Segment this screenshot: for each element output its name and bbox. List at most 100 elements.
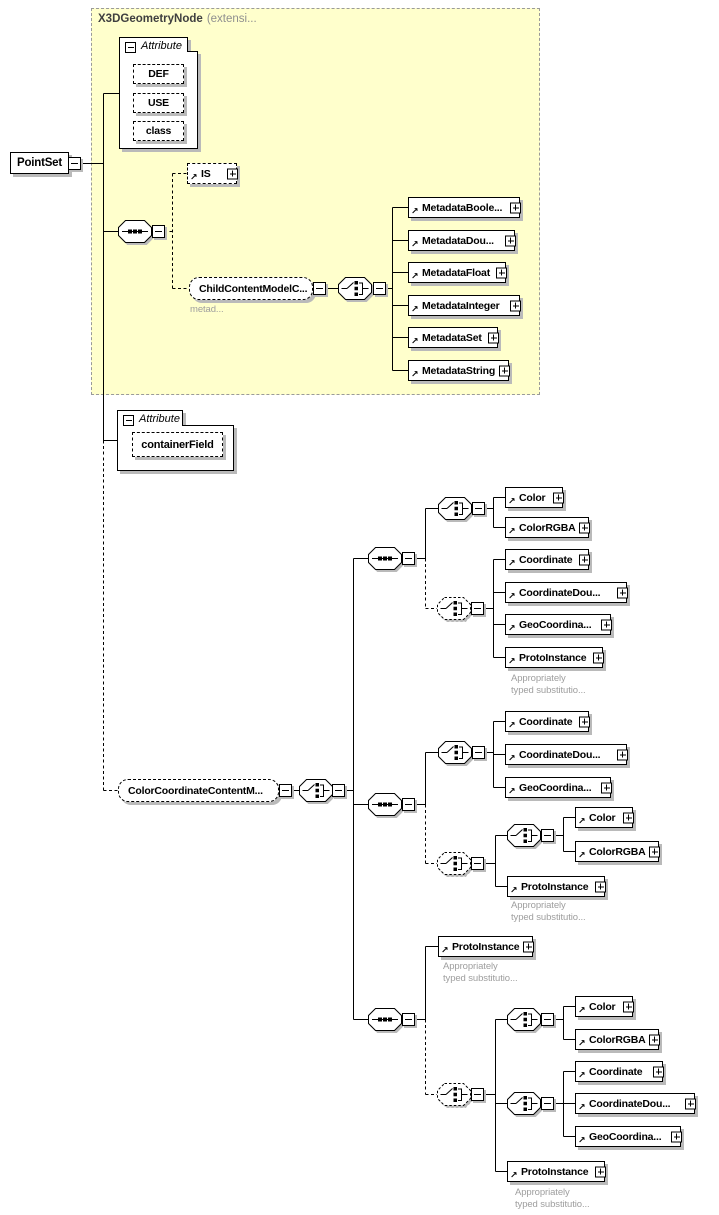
element-ref-coordinatedouble[interactable]: ↗ CoordinateDou...: [505, 582, 628, 603]
element-ref-geocoordinate[interactable]: ↗ GeoCoordina...: [505, 777, 612, 798]
element-reference-arrow-icon: ↗: [411, 337, 419, 347]
expand-icon[interactable]: [617, 587, 628, 598]
expand-icon[interactable]: [595, 881, 606, 892]
collapse-toggle[interactable]: [541, 1013, 554, 1026]
attribute-containerfield[interactable]: containerField: [132, 432, 223, 457]
element-ref-metadatadouble[interactable]: ↗ MetadataDou...: [408, 230, 516, 251]
element-ref-metadatafloat[interactable]: ↗ MetadataFloat: [408, 262, 507, 283]
element-ref-protoinstance[interactable]: ↗ ProtoInstance: [507, 1161, 606, 1182]
collapse-toggle[interactable]: [332, 784, 345, 797]
expand-icon[interactable]: [685, 1098, 696, 1109]
expand-icon[interactable]: [227, 168, 238, 179]
attribute-collapse-toggle[interactable]: [125, 42, 136, 53]
element-ref-coordinate[interactable]: ↗ Coordinate: [505, 549, 590, 570]
substitution-annotation: Appropriately: [515, 1187, 570, 1198]
element-ref-colorrgba[interactable]: ↗ ColorRGBA: [575, 841, 660, 862]
expand-icon[interactable]: [595, 1166, 606, 1177]
element-ref-colorrgba[interactable]: ↗ ColorRGBA: [575, 1029, 660, 1050]
coordinatedouble-label: CoordinateDou...: [589, 1097, 671, 1110]
expand-icon[interactable]: [499, 365, 510, 376]
element-ref-geocoordinate[interactable]: ↗ GeoCoordina...: [575, 1126, 682, 1147]
collapse-toggle[interactable]: [472, 502, 485, 515]
choice-icon[interactable]: [338, 277, 372, 300]
attribute-use[interactable]: USE: [133, 93, 184, 113]
element-ref-metadatainteger[interactable]: ↗ MetadataInteger: [408, 295, 521, 316]
is-element-box[interactable]: ↗ IS: [187, 163, 238, 184]
collapse-toggle[interactable]: [313, 282, 326, 295]
attribute-class[interactable]: class: [133, 121, 184, 141]
colorcoordinate-group-box[interactable]: ColorCoordinateContentM...: [118, 779, 279, 802]
choice-icon[interactable]: [507, 1092, 541, 1115]
element-reference-arrow-icon: ↗: [411, 272, 419, 282]
color-label: Color: [519, 491, 546, 504]
expand-icon[interactable]: [579, 716, 590, 727]
expand-icon[interactable]: [653, 1066, 664, 1077]
expand-icon[interactable]: [579, 522, 590, 533]
element-ref-color[interactable]: ↗ Color: [575, 807, 634, 828]
element-ref-coordinatedouble[interactable]: ↗ CoordinateDou...: [575, 1093, 696, 1114]
expand-icon[interactable]: [671, 1131, 682, 1142]
expand-icon[interactable]: [623, 1001, 634, 1012]
coordinatedouble-label: CoordinateDou...: [519, 748, 601, 761]
sequence-icon[interactable]: [368, 547, 402, 570]
element-ref-color[interactable]: ↗ Color: [575, 996, 634, 1017]
element-ref-protoinstance[interactable]: ↗ ProtoInstance: [438, 936, 534, 957]
collapse-toggle[interactable]: [541, 1097, 554, 1110]
collapse-toggle[interactable]: [471, 1088, 484, 1101]
element-ref-colorrgba[interactable]: ↗ ColorRGBA: [505, 517, 590, 538]
element-ref-coordinate[interactable]: ↗ Coordinate: [505, 711, 590, 732]
collapse-toggle[interactable]: [279, 784, 292, 797]
element-ref-color[interactable]: ↗ Color: [505, 487, 564, 508]
expand-icon[interactable]: [510, 300, 521, 311]
collapse-toggle[interactable]: [373, 282, 386, 295]
pointset-collapse-toggle[interactable]: [68, 157, 81, 170]
expand-icon[interactable]: [601, 619, 612, 630]
collapse-toggle[interactable]: [402, 798, 415, 811]
element-reference-arrow-icon: ↗: [578, 1039, 586, 1049]
expand-icon[interactable]: [617, 749, 628, 760]
expand-icon[interactable]: [649, 1034, 660, 1045]
attribute-collapse-toggle[interactable]: [123, 415, 134, 426]
childcontentmodel-group-box[interactable]: ChildContentModelC...: [189, 277, 313, 300]
pointset-element-box[interactable]: PointSet: [10, 152, 69, 174]
expand-icon[interactable]: [623, 812, 634, 823]
expand-icon[interactable]: [496, 267, 507, 278]
element-ref-metadatastring[interactable]: ↗ MetadataString: [408, 360, 510, 381]
collapse-toggle[interactable]: [541, 829, 554, 842]
element-ref-protoinstance[interactable]: ↗ ProtoInstance: [505, 647, 604, 668]
collapse-toggle[interactable]: [471, 857, 484, 870]
choice-icon[interactable]: [437, 1083, 471, 1106]
expand-icon[interactable]: [523, 941, 534, 952]
element-ref-metadataboolean[interactable]: ↗ MetadataBoole...: [408, 197, 521, 218]
sequence-icon[interactable]: [118, 220, 152, 243]
element-ref-coordinatedouble[interactable]: ↗ CoordinateDou...: [505, 744, 628, 765]
choice-icon[interactable]: [437, 852, 471, 875]
element-ref-geocoordinate[interactable]: ↗ GeoCoordina...: [505, 614, 612, 635]
collapse-toggle[interactable]: [402, 552, 415, 565]
choice-icon[interactable]: [437, 597, 471, 620]
collapse-toggle[interactable]: [471, 602, 484, 615]
attribute-def[interactable]: DEF: [133, 64, 184, 84]
expand-icon[interactable]: [488, 332, 499, 343]
expand-icon[interactable]: [553, 492, 564, 503]
choice-icon[interactable]: [299, 779, 333, 802]
expand-icon[interactable]: [593, 652, 604, 663]
expand-icon[interactable]: [649, 846, 660, 857]
element-ref-metadataset[interactable]: ↗ MetadataSet: [408, 327, 499, 348]
expand-icon[interactable]: [601, 782, 612, 793]
choice-icon[interactable]: [507, 1008, 541, 1031]
expand-icon[interactable]: [505, 235, 516, 246]
sequence-icon[interactable]: [368, 1008, 402, 1031]
protoinstance-label: ProtoInstance: [521, 1165, 589, 1178]
choice-icon[interactable]: [438, 497, 472, 520]
choice-icon[interactable]: [507, 824, 541, 847]
collapse-toggle[interactable]: [152, 225, 165, 238]
expand-icon[interactable]: [510, 202, 521, 213]
collapse-toggle[interactable]: [472, 746, 485, 759]
element-ref-protoinstance[interactable]: ↗ ProtoInstance: [507, 876, 606, 897]
choice-icon[interactable]: [438, 741, 472, 764]
sequence-icon[interactable]: [368, 793, 402, 816]
expand-icon[interactable]: [579, 554, 590, 565]
element-ref-coordinate[interactable]: ↗ Coordinate: [575, 1061, 664, 1082]
collapse-toggle[interactable]: [402, 1013, 415, 1026]
